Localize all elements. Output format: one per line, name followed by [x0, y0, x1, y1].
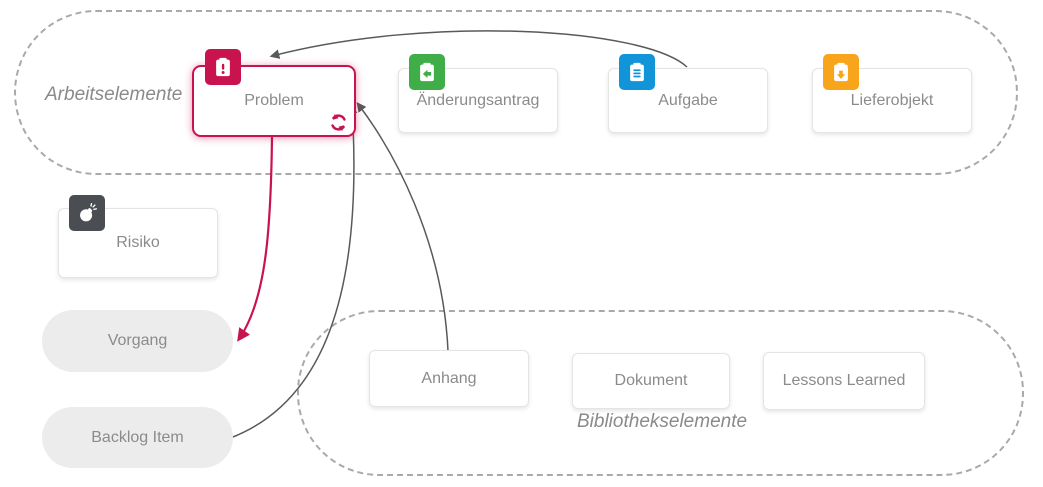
clipboard-arrow-down-icon	[823, 54, 859, 90]
sync-icon	[329, 113, 348, 132]
node-backlog-item-label: Backlog Item	[91, 428, 184, 446]
node-problem[interactable]: Problem	[192, 49, 356, 137]
node-lessons-learned[interactable]: Lessons Learned	[763, 352, 925, 410]
node-risiko-label: Risiko	[116, 234, 160, 251]
node-vorgang-label: Vorgang	[107, 332, 168, 349]
zone-arbeitselemente	[14, 10, 1018, 175]
node-problem-label: Problem	[244, 92, 304, 109]
node-aenderungsantrag[interactable]: Änderungsantrag	[398, 54, 558, 133]
node-lieferobjekt-label: Lieferobjekt	[850, 91, 934, 109]
node-aufgabe-label: Aufgabe	[658, 91, 718, 109]
node-anhang-label: Anhang	[421, 369, 477, 387]
node-dokument[interactable]: Dokument	[572, 353, 730, 409]
clipboard-exclamation-icon	[205, 49, 241, 85]
node-vorgang[interactable]: Vorgang	[42, 310, 233, 372]
node-aenderungsantrag-label: Änderungsantrag	[416, 91, 540, 109]
node-lessons-learned-label: Lessons Learned	[782, 372, 906, 389]
node-dokument-label: Dokument	[614, 372, 688, 389]
node-aufgabe[interactable]: Aufgabe	[608, 54, 768, 133]
zone-bibliothekselemente-label: Bibliothekselemente	[577, 411, 748, 432]
clipboard-list-icon	[619, 54, 655, 90]
node-risiko[interactable]: Risiko	[58, 195, 218, 278]
zone-arbeitselemente-label: Arbeitselemente	[45, 84, 183, 105]
node-lieferobjekt[interactable]: Lieferobjekt	[812, 54, 972, 133]
bomb-icon	[69, 195, 105, 231]
node-backlog-item[interactable]: Backlog Item	[42, 407, 233, 468]
node-anhang[interactable]: Anhang	[369, 350, 529, 407]
clipboard-arrow-left-icon	[409, 54, 445, 90]
